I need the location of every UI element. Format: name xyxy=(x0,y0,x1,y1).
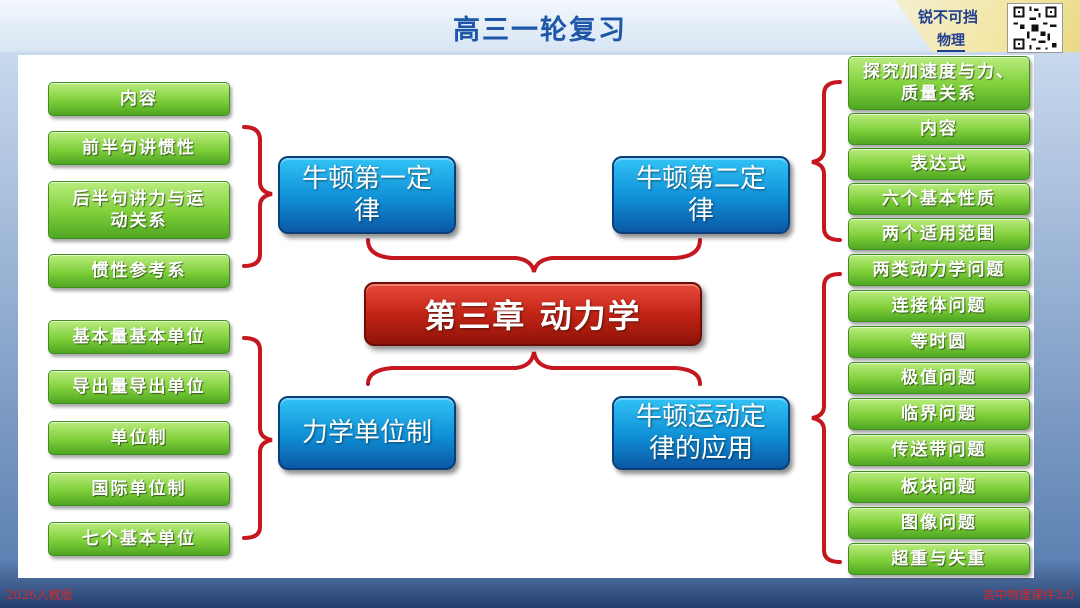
leaf-units-seven-base[interactable]: 七个基本单位 xyxy=(48,522,230,556)
qr-code-icon xyxy=(1007,3,1063,53)
leaf-newton2-scope[interactable]: 两个适用范围 xyxy=(848,218,1030,250)
brand-line-2: 物理 xyxy=(937,30,965,52)
leaf-newton2-explore[interactable]: 探究加速度与力、质量关系 xyxy=(848,56,1030,110)
leaf-newton2-properties[interactable]: 六个基本性质 xyxy=(848,183,1030,215)
branch-node-newton-law-application[interactable]: 牛顿运动定律的应用 xyxy=(612,396,790,470)
leaf-units-base[interactable]: 基本量基本单位 xyxy=(48,320,230,354)
slide-header: 高三一轮复习 xyxy=(0,0,1080,52)
branch-node-newton-first-law[interactable]: 牛顿第一定律 xyxy=(278,156,456,234)
leaf-app-two-types[interactable]: 两类动力学问题 xyxy=(848,254,1030,286)
leaf-app-critical[interactable]: 临界问题 xyxy=(848,398,1030,430)
leaf-app-conveyor[interactable]: 传送带问题 xyxy=(848,434,1030,466)
leaf-units-si[interactable]: 国际单位制 xyxy=(48,472,230,506)
leaf-units-system[interactable]: 单位制 xyxy=(48,421,230,455)
leaf-newton1-content[interactable]: 内容 xyxy=(48,82,230,116)
leaf-app-plate-block[interactable]: 板块问题 xyxy=(848,471,1030,503)
leaf-newton1-force-motion[interactable]: 后半句讲力与运动关系 xyxy=(48,181,230,239)
leaf-app-connected-bodies[interactable]: 连接体问题 xyxy=(848,290,1030,322)
leaf-newton1-inertia[interactable]: 前半句讲惯性 xyxy=(48,131,230,165)
slide-title: 高三一轮复习 xyxy=(453,15,627,46)
leaf-app-overweight[interactable]: 超重与失重 xyxy=(848,543,1030,575)
branch-node-newton-second-law[interactable]: 牛顿第二定律 xyxy=(612,156,790,234)
branch-node-unit-system[interactable]: 力学单位制 xyxy=(278,396,456,470)
center-node-dynamics[interactable]: 第三章 动力学 xyxy=(364,282,702,346)
leaf-newton2-content[interactable]: 内容 xyxy=(848,113,1030,145)
footer-series: 高中物理课件3.0 xyxy=(982,588,1074,602)
footer-edition: 2026人教版 xyxy=(6,588,73,602)
leaf-newton2-expression[interactable]: 表达式 xyxy=(848,148,1030,180)
leaf-units-derived[interactable]: 导出量导出单位 xyxy=(48,370,230,404)
brand-line-1: 锐不可挡 xyxy=(918,8,979,26)
leaf-app-graph[interactable]: 图像问题 xyxy=(848,507,1030,539)
leaf-app-isochronous-circle[interactable]: 等时圆 xyxy=(848,326,1030,358)
leaf-app-extremum[interactable]: 极值问题 xyxy=(848,362,1030,394)
leaf-newton1-inertial-frame[interactable]: 惯性参考系 xyxy=(48,254,230,288)
